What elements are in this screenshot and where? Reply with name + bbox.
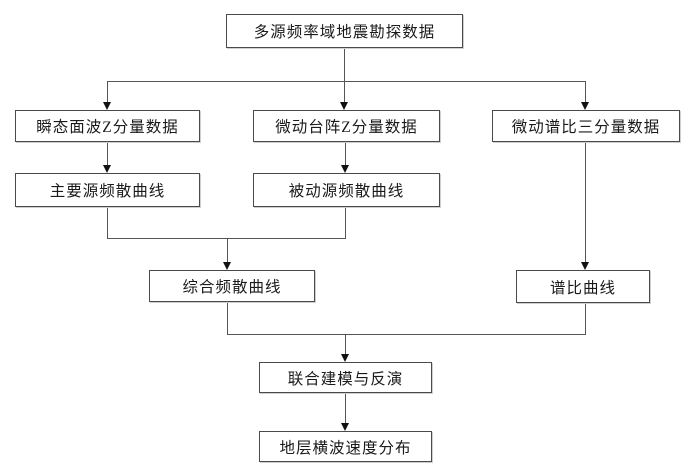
connector-merge-bar-inversion bbox=[227, 334, 586, 335]
connector-merge-to-inversion bbox=[345, 334, 346, 355]
connector-merge-bar-dispersion bbox=[107, 238, 346, 239]
connector-hvsr-data-to-hvsr-curve bbox=[585, 142, 586, 262]
connector-array-to-passive bbox=[345, 142, 346, 165]
arrowhead-into-combined bbox=[223, 262, 231, 270]
arrowhead-into-hvsr-curve bbox=[581, 262, 589, 270]
node-active-source-dispersion-curve: 主要源频散曲线 bbox=[15, 173, 200, 207]
connector-split-to-hvsr-data bbox=[585, 81, 586, 102]
connector-merge-to-combined bbox=[227, 238, 228, 263]
connector-active-down bbox=[107, 207, 108, 238]
arrowhead-into-passive bbox=[341, 165, 349, 173]
connector-source-to-array bbox=[344, 48, 345, 102]
connector-passive-down bbox=[345, 207, 346, 238]
connector-transient-to-active bbox=[107, 142, 108, 165]
node-combined-dispersion-curve: 综合频散曲线 bbox=[149, 270, 315, 302]
node-multi-source-seismic-data: 多源频率域地震勘探数据 bbox=[226, 14, 463, 48]
connector-split-to-transient bbox=[107, 81, 108, 102]
node-joint-modeling-inversion: 联合建模与反演 bbox=[259, 362, 432, 393]
arrowhead-into-transient bbox=[103, 102, 111, 110]
node-microtremor-hvsr-three-component-data: 微动谱比三分量数据 bbox=[492, 110, 680, 142]
connector-split-bar bbox=[107, 81, 586, 82]
node-shear-wave-velocity-distribution: 地层横波速度分布 bbox=[259, 431, 432, 462]
connector-combined-down bbox=[227, 302, 228, 334]
arrowhead-into-array bbox=[340, 102, 348, 110]
node-spectral-ratio-curve: 谱比曲线 bbox=[516, 270, 650, 303]
node-passive-source-dispersion-curve: 被动源频散曲线 bbox=[253, 173, 440, 207]
connector-inversion-to-result bbox=[345, 393, 346, 424]
node-microtremor-array-z-data: 微动台阵Z分量数据 bbox=[253, 110, 440, 142]
arrowhead-into-hvsr-data bbox=[581, 102, 589, 110]
arrowhead-into-active bbox=[103, 165, 111, 173]
connector-hvsr-curve-down bbox=[585, 303, 586, 334]
arrowhead-into-inversion bbox=[341, 354, 349, 362]
arrowhead-into-result bbox=[341, 423, 349, 431]
node-transient-surface-wave-z-data: 瞬态面波Z分量数据 bbox=[15, 110, 200, 142]
